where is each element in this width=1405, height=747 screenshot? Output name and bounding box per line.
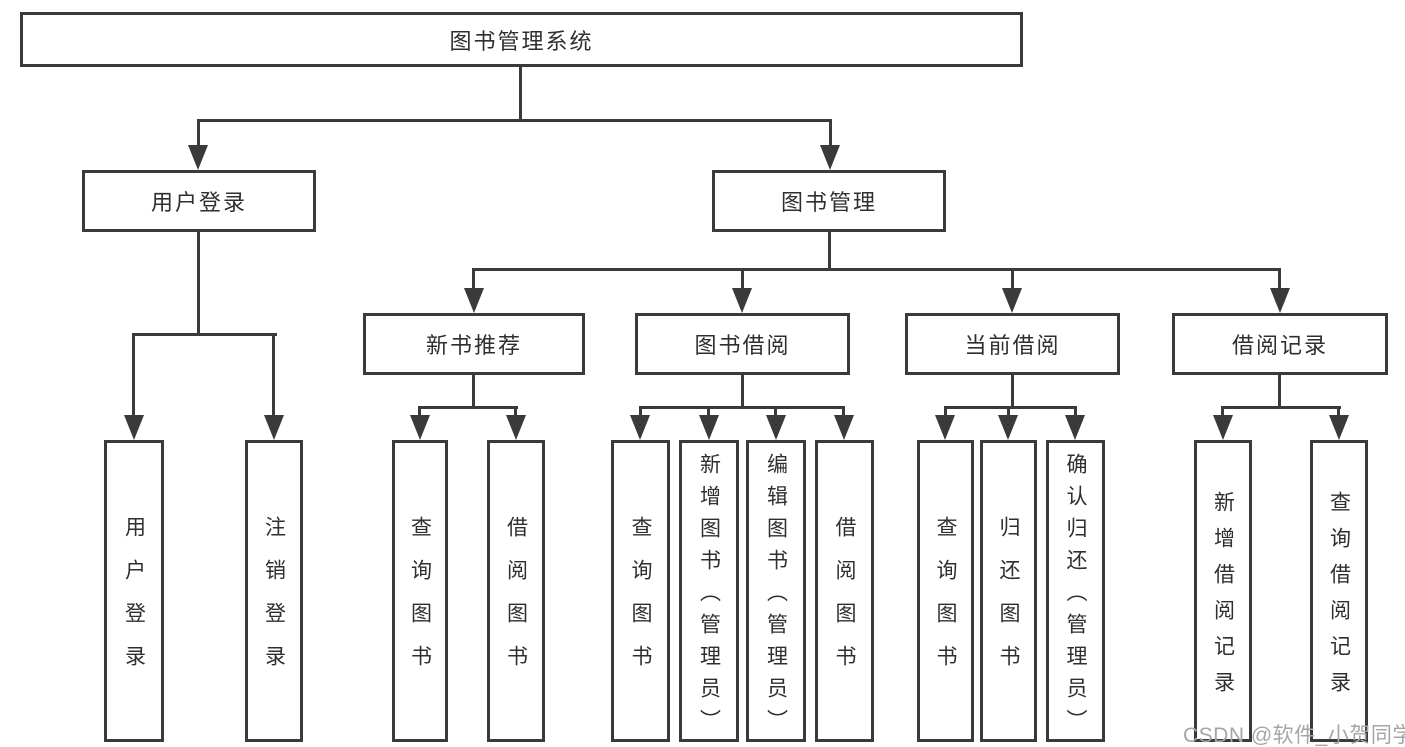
node-book-borrow: 图书借阅 <box>635 313 850 375</box>
arrow-down-icon <box>1002 288 1022 313</box>
arrow-down-icon <box>834 415 854 440</box>
connector-mgmt-drop-3 <box>1011 268 1014 292</box>
connector-root-branch <box>197 119 832 122</box>
node-user-login: 用户登录 <box>82 170 316 232</box>
arrow-down-icon <box>732 288 752 313</box>
leaf-label: 借阅图书 <box>833 516 856 688</box>
leaf-label: 编辑图书（管理员） <box>764 452 788 741</box>
arrow-down-icon <box>820 145 840 170</box>
leaf-label: 用户登录 <box>122 516 146 688</box>
watermark-text: CSDN @软件_小贺同学 <box>1183 724 1405 747</box>
leaf-cur-query-book: 查询图书 <box>917 440 974 742</box>
arrow-down-icon <box>264 415 284 440</box>
connector-g4-stem <box>1278 375 1281 409</box>
connector-login-drop-1 <box>132 333 135 417</box>
node-new-book-recommend: 新书推荐 <box>363 313 585 375</box>
connector-login-drop-2 <box>272 333 275 417</box>
arrow-down-icon <box>124 415 144 440</box>
connector-g3-branch <box>944 406 1077 409</box>
connector-g2-drop-1 <box>639 406 642 418</box>
leaf-label: 确认归还（管理员） <box>1064 452 1087 741</box>
leaf-label: 查询借阅记录 <box>1327 490 1351 707</box>
connector-g3-drop-1 <box>944 406 947 418</box>
connector-mgmt-drop-2 <box>741 268 744 292</box>
node-book-management: 图书管理 <box>712 170 946 232</box>
leaf-label: 新增借阅记录 <box>1211 490 1235 707</box>
connector-mgmt-stem <box>828 232 831 271</box>
connector-mgmt-branch <box>472 268 1281 271</box>
leaf-label: 借阅图书 <box>504 516 528 688</box>
connector-g2-stem <box>741 375 744 409</box>
arrow-down-icon <box>699 415 719 440</box>
node-borrow-record: 借阅记录 <box>1172 313 1388 375</box>
node-current-borrow: 当前借阅 <box>905 313 1120 375</box>
arrow-down-icon <box>1065 415 1085 440</box>
leaf-label: 新增图书（管理员） <box>697 452 721 741</box>
node-root: 图书管理系统 <box>20 12 1023 67</box>
leaf-cur-confirm-return-admin: 确认归还（管理员） <box>1046 440 1105 742</box>
connector-g2-drop-3 <box>774 406 777 418</box>
connector-login-branch <box>132 333 277 336</box>
leaf-user-login: 用户登录 <box>104 440 164 742</box>
leaf-query-borrow-record: 查询借阅记录 <box>1310 440 1368 742</box>
arrow-down-icon <box>464 288 484 313</box>
arrow-down-icon <box>998 415 1018 440</box>
leaf-add-borrow-record: 新增借阅记录 <box>1194 440 1252 742</box>
connector-g2-branch <box>639 406 845 409</box>
leaf-label: 查询图书 <box>408 516 432 688</box>
leaf-bb-edit-book-admin: 编辑图书（管理员） <box>746 440 806 742</box>
connector-g2-drop-2 <box>707 406 710 418</box>
leaf-label: 归还图书 <box>997 516 1020 688</box>
arrow-down-icon <box>1213 415 1233 440</box>
arrow-down-icon <box>188 145 208 170</box>
connector-mgmt-drop-1 <box>472 268 475 292</box>
connector-root-drop-left <box>197 119 200 148</box>
leaf-label: 查询图书 <box>629 516 652 688</box>
leaf-bb-add-book-admin: 新增图书（管理员） <box>679 440 739 742</box>
arrow-down-icon <box>506 415 526 440</box>
arrow-down-icon <box>1270 288 1290 313</box>
connector-g2-drop-4 <box>842 406 845 418</box>
leaf-rec-query-book: 查询图书 <box>392 440 448 742</box>
leaf-cur-return-book: 归还图书 <box>980 440 1037 742</box>
connector-root-drop-right <box>829 119 832 148</box>
connector-g3-stem <box>1011 375 1014 409</box>
leaf-label: 查询图书 <box>934 516 957 688</box>
connector-root-stem <box>519 67 522 122</box>
connector-g4-drop-2 <box>1337 406 1340 418</box>
arrow-down-icon <box>630 415 650 440</box>
leaf-rec-borrow-book: 借阅图书 <box>487 440 545 742</box>
leaf-bb-query-book: 查询图书 <box>611 440 670 742</box>
arrow-down-icon <box>766 415 786 440</box>
connector-g1-drop-1 <box>418 406 421 418</box>
connector-g1-drop-2 <box>514 406 517 418</box>
leaf-bb-borrow-book: 借阅图书 <box>815 440 874 742</box>
arrow-down-icon <box>1329 415 1349 440</box>
connector-g3-drop-3 <box>1074 406 1077 418</box>
connector-mgmt-drop-4 <box>1278 268 1281 292</box>
arrow-down-icon <box>935 415 955 440</box>
leaf-logout: 注销登录 <box>245 440 303 742</box>
arrow-down-icon <box>410 415 430 440</box>
connector-g4-drop-1 <box>1221 406 1224 418</box>
connector-g3-drop-2 <box>1007 406 1010 418</box>
connector-g4-branch <box>1221 406 1341 409</box>
connector-login-stem <box>197 232 200 336</box>
connector-g1-branch <box>418 406 518 409</box>
leaf-label: 注销登录 <box>262 516 286 688</box>
connector-g1-stem <box>472 375 475 409</box>
